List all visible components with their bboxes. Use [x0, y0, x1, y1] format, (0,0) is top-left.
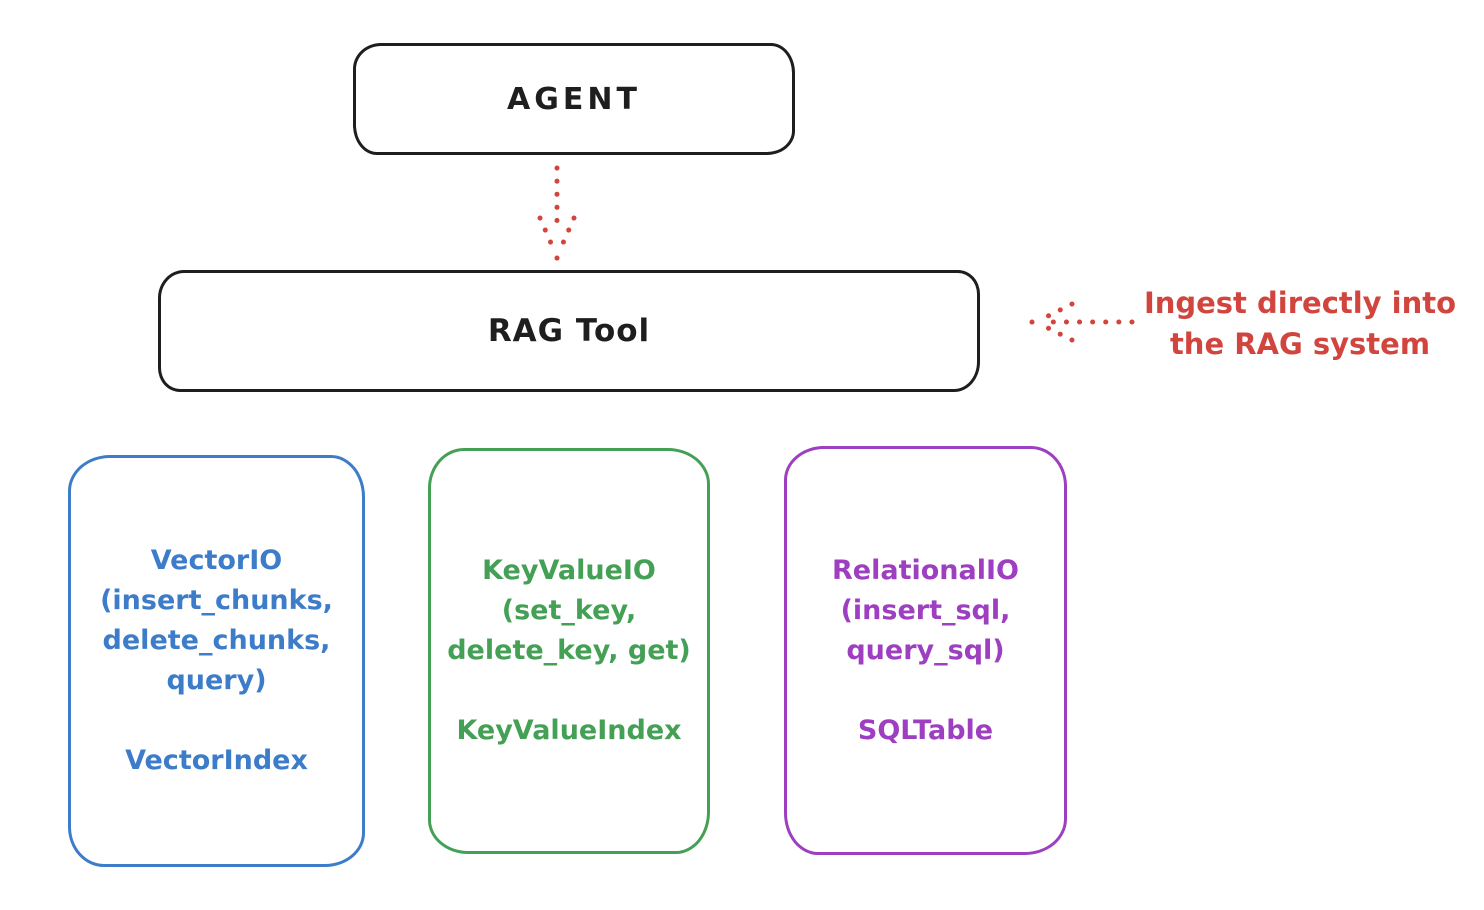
ingest-annotation: Ingest directly into the RAG system	[1133, 283, 1467, 365]
ingest-annotation-line2: the RAG system	[1169, 327, 1431, 361]
keyvalue-index-label: KeyValueIndex	[456, 715, 682, 746]
vector-io-methods: VectorIO (insert_chunks, delete_chunks, …	[100, 541, 333, 701]
relational-io-line: query_sql)	[846, 634, 1005, 666]
vector-index-label: VectorIndex	[125, 745, 308, 776]
keyvalue-io-line: KeyValueIO	[482, 555, 656, 586]
relational-io-methods: RelationalIO (insert_sql, query_sql)	[832, 551, 1019, 671]
vector-io-line: VectorIO	[150, 545, 283, 576]
relational-io-line: RelationalIO	[832, 554, 1019, 586]
backend-box-relational-io: RelationalIO (insert_sql, query_sql) SQL…	[784, 446, 1067, 855]
agent-node: AGENT	[353, 43, 795, 155]
annotation-to-rag-dotted-arrow-icon	[1029, 301, 1135, 343]
agent-to-rag-dotted-arrow-icon	[537, 165, 577, 261]
vector-io-line: query)	[166, 665, 267, 696]
relational-io-line: (insert_sql,	[840, 594, 1011, 626]
ingest-annotation-line1: Ingest directly into	[1143, 286, 1457, 320]
vector-io-line: delete_chunks,	[102, 625, 331, 656]
rag-tool-label: RAG Tool	[487, 313, 651, 349]
backend-box-keyvalue-io: KeyValueIO (set_key, delete_key, get) Ke…	[428, 448, 710, 854]
rag-tool-node: RAG Tool	[158, 270, 980, 392]
keyvalue-io-line: (set_key,	[501, 595, 637, 626]
sql-table-label: SQLTable	[857, 714, 994, 746]
vector-io-line: (insert_chunks,	[100, 585, 333, 616]
keyvalue-io-line: delete_key, get)	[447, 635, 691, 666]
keyvalue-io-methods: KeyValueIO (set_key, delete_key, get)	[447, 551, 691, 671]
backend-box-vector-io: VectorIO (insert_chunks, delete_chunks, …	[68, 455, 365, 867]
agent-label: AGENT	[507, 81, 641, 117]
